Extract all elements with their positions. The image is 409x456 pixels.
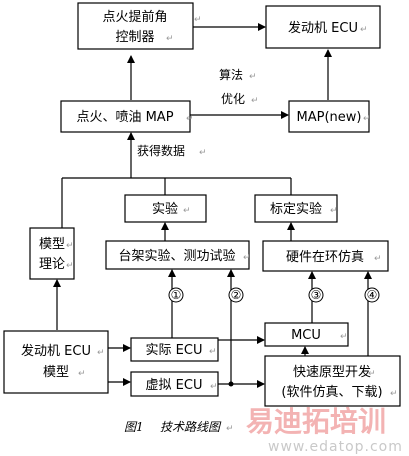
path-marker-3: ③ (308, 287, 324, 303)
junction-dot (228, 381, 234, 387)
rapid-prototype-line2: (软件仿真、下载) (281, 385, 382, 400)
box-ignition-controller: 点火提前角 控制器 (77, 2, 194, 50)
box-bench-test: 台架实验、测功试验 (105, 240, 250, 270)
virtual-ecu-label: 虚拟 ECU (146, 378, 203, 393)
svg-text:↵: ↵ (210, 382, 218, 392)
box-virtual-ecu: 虚拟 ECU (130, 371, 219, 397)
svg-text:↵: ↵ (340, 332, 348, 342)
svg-text:↵: ↵ (78, 369, 86, 379)
svg-text:↵: ↵ (194, 15, 202, 25)
calibration-experiment-label: 标定实验 (270, 201, 322, 217)
box-mcu: MCU (264, 322, 349, 347)
box-rapid-prototype: 快速原型开发 (软件仿真、下载) (264, 355, 401, 407)
svg-text:↵: ↵ (251, 96, 259, 106)
svg-text:↵: ↵ (249, 72, 257, 82)
experiment-label: 实验 (152, 201, 178, 217)
algorithm-label-line1: 算法 (219, 67, 243, 82)
mcu-label: MCU (291, 328, 321, 343)
svg-text:↵: ↵ (390, 389, 398, 399)
path-marker-4-text: ④ (367, 288, 378, 302)
ignition-controller-line1: 点火提前角 (102, 9, 167, 25)
svg-text:↵: ↵ (97, 348, 105, 358)
path-marker-2-text: ② (231, 288, 242, 302)
figure-number: 图1 (124, 420, 144, 434)
box-model-theory: 模型 理论 (29, 227, 75, 280)
svg-text:↵: ↵ (66, 261, 74, 271)
box-ignition-map: 点火、喷油 MAP (60, 100, 191, 133)
svg-text:↵: ↵ (209, 347, 217, 357)
svg-text:↵: ↵ (360, 25, 368, 35)
watermark-brand: 易迪拓培训 (246, 405, 386, 438)
svg-text:↵: ↵ (330, 206, 338, 216)
hil-sim-label: 硬件在环仿真 (286, 250, 364, 265)
svg-text:↵: ↵ (186, 114, 194, 124)
engine-ecu-model-line2: 模型 (43, 365, 69, 380)
box-map-new: MAP(new) (288, 100, 370, 133)
engine-ecu-model-line1: 发动机 ECU (21, 343, 91, 359)
svg-text:↵: ↵ (166, 34, 174, 44)
path-marker-1-text: ① (171, 288, 182, 302)
figure-title: 技术路线图 (160, 420, 222, 434)
map-new-label: MAP(new) (297, 110, 362, 125)
box-engine-ecu-model: 发动机 ECU 模型 (3, 330, 109, 394)
box-experiment: 实验 (124, 194, 207, 223)
path-marker-3-text: ③ (311, 288, 322, 302)
svg-text:↵: ↵ (363, 114, 371, 124)
svg-text:↵: ↵ (183, 206, 191, 216)
box-calibration-experiment: 标定实验 (254, 194, 338, 223)
watermark-url: www.edatop.com (268, 439, 403, 455)
svg-text:↵: ↵ (368, 369, 376, 379)
get-data-label: 获得数据 (137, 143, 185, 158)
ignition-map-label: 点火、喷油 MAP (76, 110, 173, 125)
path-marker-1: ① (168, 287, 184, 303)
path-marker-2: ② (228, 287, 244, 303)
real-ecu-label: 实际 ECU (146, 343, 203, 358)
path-marker-4: ④ (364, 287, 380, 303)
svg-text:↵: ↵ (199, 148, 207, 158)
model-theory-line1: 模型 (39, 237, 65, 252)
box-hil-sim: 硬件在环仿真 (262, 240, 389, 272)
svg-text:↵: ↵ (374, 254, 382, 264)
box-real-ecu: 实际 ECU (130, 337, 219, 362)
bench-test-label: 台架实验、测功试验 (118, 248, 235, 264)
rapid-prototype-line1: 快速原型开发 (293, 364, 371, 380)
model-theory-line2: 理论 (39, 257, 65, 272)
engine-ecu-top-label: 发动机 ECU (288, 20, 358, 36)
svg-text:↵: ↵ (243, 253, 251, 263)
svg-text:↵: ↵ (226, 424, 234, 434)
algorithm-label-line2: 优化 (221, 92, 245, 106)
svg-text:↵: ↵ (66, 241, 74, 251)
ignition-controller-line2: 控制器 (115, 30, 154, 45)
box-engine-ecu-top: 发动机 ECU (265, 5, 381, 49)
